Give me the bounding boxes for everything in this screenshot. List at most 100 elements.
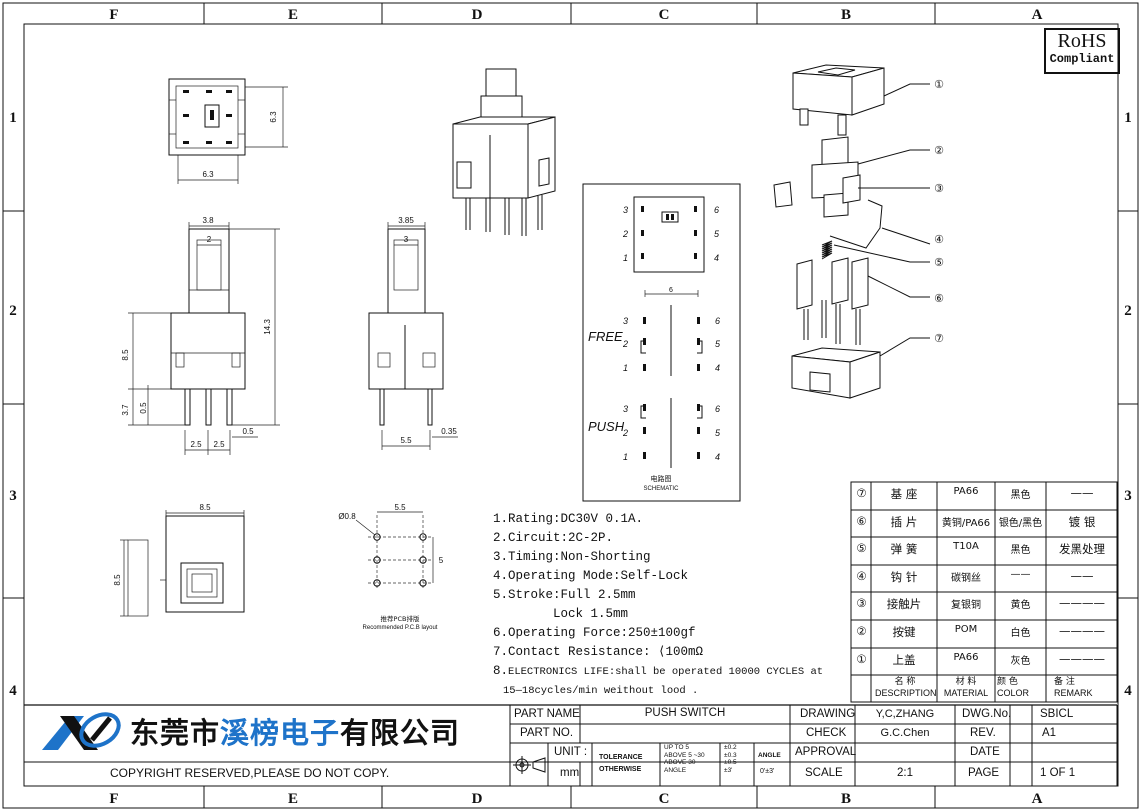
title-block [24, 704, 1118, 786]
company-name-part1: 东莞市 [130, 716, 221, 750]
bom-header-color-cn: 颜 色 [997, 677, 1018, 687]
spec-8-line2: 15—18cycles/min weithout lood . [503, 685, 699, 697]
sch-free-1: 1 [623, 363, 628, 373]
callout-5: ⑤ [934, 257, 944, 269]
spec-5-lock: Lock 1.5mm [553, 607, 629, 621]
projection-symbol-icon [513, 756, 546, 774]
tolerance-range-3: ABOVE 30 [664, 759, 696, 766]
pcb-caption-en: Recommended P.C.B layout [363, 625, 438, 631]
company-logo-icon [42, 712, 121, 750]
tolerance-range-1: UP TO 5 [664, 744, 689, 751]
dim-front-pin-t: 0.5 [242, 427, 254, 436]
specifications: 1.Rating:DC30V 0.1A.2.Circuit:2C-2P.3.Ti… [493, 510, 823, 701]
bom-row-2-material: 黄铜/PA66 [941, 518, 991, 529]
bom-row-6-remark: ———— [1059, 624, 1105, 638]
dim-front-pin-w: 0.5 [139, 402, 148, 414]
check-value: G.C.Chen [880, 727, 930, 739]
company-name: 东莞市溪榜电子有限公司 [130, 710, 460, 752]
sch-dim-6: 6 [669, 287, 673, 294]
dim-front-pitch1: 2.5 [190, 440, 202, 449]
callout-4: ④ [934, 234, 944, 246]
rohs-label: RoHS [1057, 30, 1107, 52]
bom-row-7-name: 上盖 [892, 653, 916, 667]
bom-row-1-material: PA66 [953, 486, 979, 497]
bom-row-7-color: 灰色 [1010, 656, 1031, 667]
dim-top-h: 6.3 [269, 111, 278, 123]
row-label-2-right: 2 [1124, 303, 1132, 319]
spec-4: 4.Operating Mode:Self-Lock [493, 569, 689, 583]
page-label: PAGE [968, 767, 1000, 779]
row-label-1-right: 1 [1124, 110, 1132, 126]
pcb-layout [355, 511, 434, 590]
bom-header-name-cn: 名 称 [894, 677, 916, 687]
dim-pcb-h: 5 [439, 556, 444, 565]
part-name-value: PUSH SWITCH [644, 707, 726, 719]
scale-value: 2:1 [897, 767, 913, 779]
tolerance-label-2: OTHERWISE [599, 766, 642, 773]
spec-2: 2.Circuit:2C-2P. [493, 531, 614, 545]
bom-row-2-no: ⑥ [856, 516, 867, 528]
sch-free-2: 2 [622, 339, 628, 349]
copyright-notice: COPYRIGHT RESERVED,PLEASE DO NOT COPY. [110, 766, 390, 780]
sch-top-4: 4 [714, 253, 719, 263]
row-label-3: 3 [9, 488, 17, 504]
date-label: DATE [970, 746, 1000, 758]
sch-push-3: 3 [623, 404, 628, 414]
dim-front-w1: 3.8 [202, 216, 214, 225]
col-label-c-bottom: C [659, 791, 670, 807]
tolerance-range-4: ANGLE [664, 766, 687, 774]
callout-3: ③ [934, 183, 944, 195]
angle-label: ANGLE [758, 752, 781, 759]
bom-row-1-no: ⑦ [856, 488, 867, 500]
bom-row-6-no: ② [856, 626, 867, 638]
bom-row-7-remark: ———— [1059, 652, 1105, 666]
schematic-top-block [633, 196, 705, 273]
bom-row-3-remark: 发黑处理 [1059, 542, 1105, 556]
dim-bottom-w: 8.5 [199, 503, 211, 512]
bom-row-6-name: 按键 [892, 625, 916, 639]
sch-top-5: 5 [714, 229, 720, 239]
spec-5: 5.Stroke:Full 2.5mm [493, 588, 636, 602]
bom-row-4-name: 钩 针 [890, 570, 918, 584]
callout-1: ① [934, 79, 944, 91]
bom-header-remark-cn: 备 注 [1054, 677, 1075, 687]
sch-free-3: 3 [623, 316, 628, 326]
schematic-push [640, 398, 703, 468]
bom-row-5-color: 黄色 [1010, 600, 1031, 611]
angle-value: 0'±3' [760, 768, 775, 775]
col-label-b-bottom: B [841, 791, 851, 807]
rev-label: REV. [970, 727, 996, 739]
sch-free-label: FREE [588, 329, 623, 344]
dwg-no-label: DWG.No. [962, 708, 1012, 720]
bom-table [850, 481, 1118, 703]
sch-push-1: 1 [623, 452, 628, 462]
bom-row-5-material: 复银铜 [951, 600, 981, 611]
rohs-compliant-badge: RoHS Compliant [1044, 28, 1120, 74]
col-label-f: F [109, 7, 118, 23]
bom-row-5-no: ③ [856, 598, 867, 610]
drawing-value: Y,C,ZHANG [875, 708, 935, 720]
schematic-box [582, 183, 741, 502]
dim-front-pitch2: 2.5 [213, 440, 225, 449]
col-label-a: A [1032, 7, 1043, 23]
tolerance-value-4: ±3' [724, 766, 733, 774]
dwg-no-value: SBICL [1040, 708, 1074, 720]
bom-row-1-remark: —— [1070, 486, 1094, 500]
switch-3d-view [452, 68, 556, 236]
col-label-b: B [841, 7, 851, 23]
bom-row-3-name: 弹 簧 [890, 542, 918, 556]
bom-row-7-no: ① [856, 654, 867, 666]
scale-label: SCALE [805, 767, 843, 779]
dim-side-w2: 3 [404, 235, 409, 244]
col-label-d-bottom: D [472, 791, 483, 807]
schematic-free [640, 290, 703, 376]
dim-front-h-pin: 3.7 [121, 404, 130, 416]
drawing-label: DRAWING [800, 708, 856, 720]
bom-row-3-material: T10A [953, 541, 979, 552]
tolerance-range-2: ABOVE 5 ~30 [664, 751, 705, 759]
unit-label: UNIT : [554, 746, 588, 758]
